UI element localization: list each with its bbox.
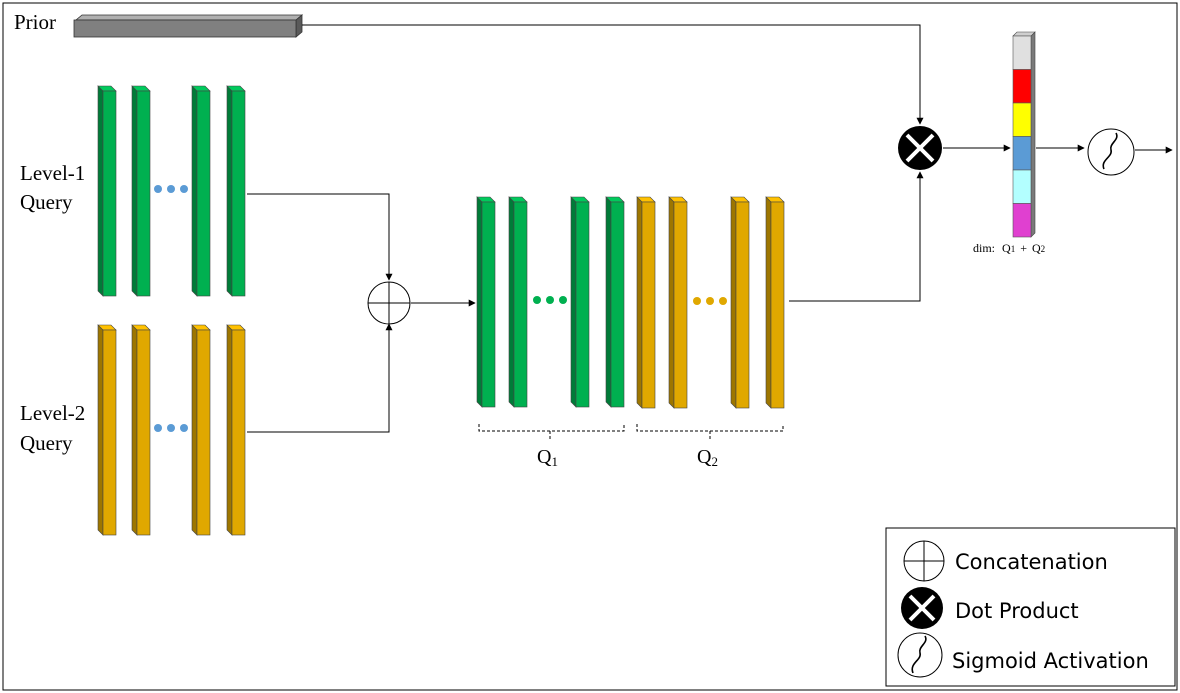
- q1-column-1: [476, 196, 496, 408]
- q2-column-4: [765, 196, 785, 409]
- level2-column-2: [131, 324, 151, 536]
- level2-column-1: [97, 324, 117, 536]
- output-vector-segment-5: [1012, 169, 1032, 204]
- q-braces: [478, 424, 784, 440]
- legend-dot-label: Dot Product: [955, 599, 1079, 623]
- q2-ellipsis: [693, 297, 727, 305]
- output-vector-segment-4: [1012, 136, 1032, 171]
- output-vector-segment-2: [1012, 69, 1032, 104]
- level2-column-4: [226, 324, 246, 536]
- q1-column-4: [605, 196, 625, 408]
- legend-dot-icon: [901, 587, 943, 629]
- level1-ellipsis: [154, 185, 188, 193]
- concat-operator: [367, 281, 411, 325]
- q2-column-2: [668, 196, 688, 409]
- level1-column-4: [226, 85, 246, 297]
- legend-concat-icon: [903, 540, 945, 582]
- level1-label-line2: Query: [20, 190, 73, 214]
- q2-column-1: [636, 196, 656, 409]
- q1-ellipsis: [533, 296, 567, 304]
- output-vector: [1012, 31, 1036, 238]
- legend-sigmoid-label: Sigmoid Activation: [952, 649, 1149, 673]
- level1-column-3: [191, 85, 211, 297]
- legend: Concatenation Dot Product Sigmoid Activa…: [885, 527, 1176, 687]
- connectors: [247, 24, 1173, 433]
- q1-column-2: [508, 196, 528, 408]
- level2-label-line1: Level-2: [20, 401, 85, 425]
- prior-bar: [73, 14, 304, 38]
- q2-label: Q2: [697, 446, 718, 469]
- level2-ellipsis: [154, 424, 188, 432]
- level2-label-line2: Query: [20, 431, 73, 455]
- level1-label-line1: Level-1: [20, 161, 85, 185]
- q1-label: Q1: [537, 446, 558, 469]
- level2-column-3: [191, 324, 211, 536]
- output-vector-segment-3: [1012, 102, 1032, 137]
- level1-column-1: [97, 85, 117, 297]
- output-vector-top: [1012, 31, 1036, 37]
- output-vector-segment-1: [1012, 35, 1032, 70]
- output-vector-segment-6: [1012, 203, 1032, 238]
- legend-sigmoid-icon: [897, 632, 943, 678]
- dim-label: dim: Q1 + Q2: [973, 241, 1045, 255]
- prior-label: Prior: [14, 10, 56, 34]
- legend-concat-label: Concatenation: [955, 550, 1108, 574]
- q1-column-3: [570, 196, 590, 408]
- dot-product-operator: [898, 126, 942, 170]
- level1-column-2: [131, 85, 151, 297]
- query-columns: [97, 85, 785, 536]
- output-vector-side: [1030, 31, 1036, 238]
- sigmoid-operator: [1087, 128, 1135, 176]
- q2-column-3: [730, 196, 750, 409]
